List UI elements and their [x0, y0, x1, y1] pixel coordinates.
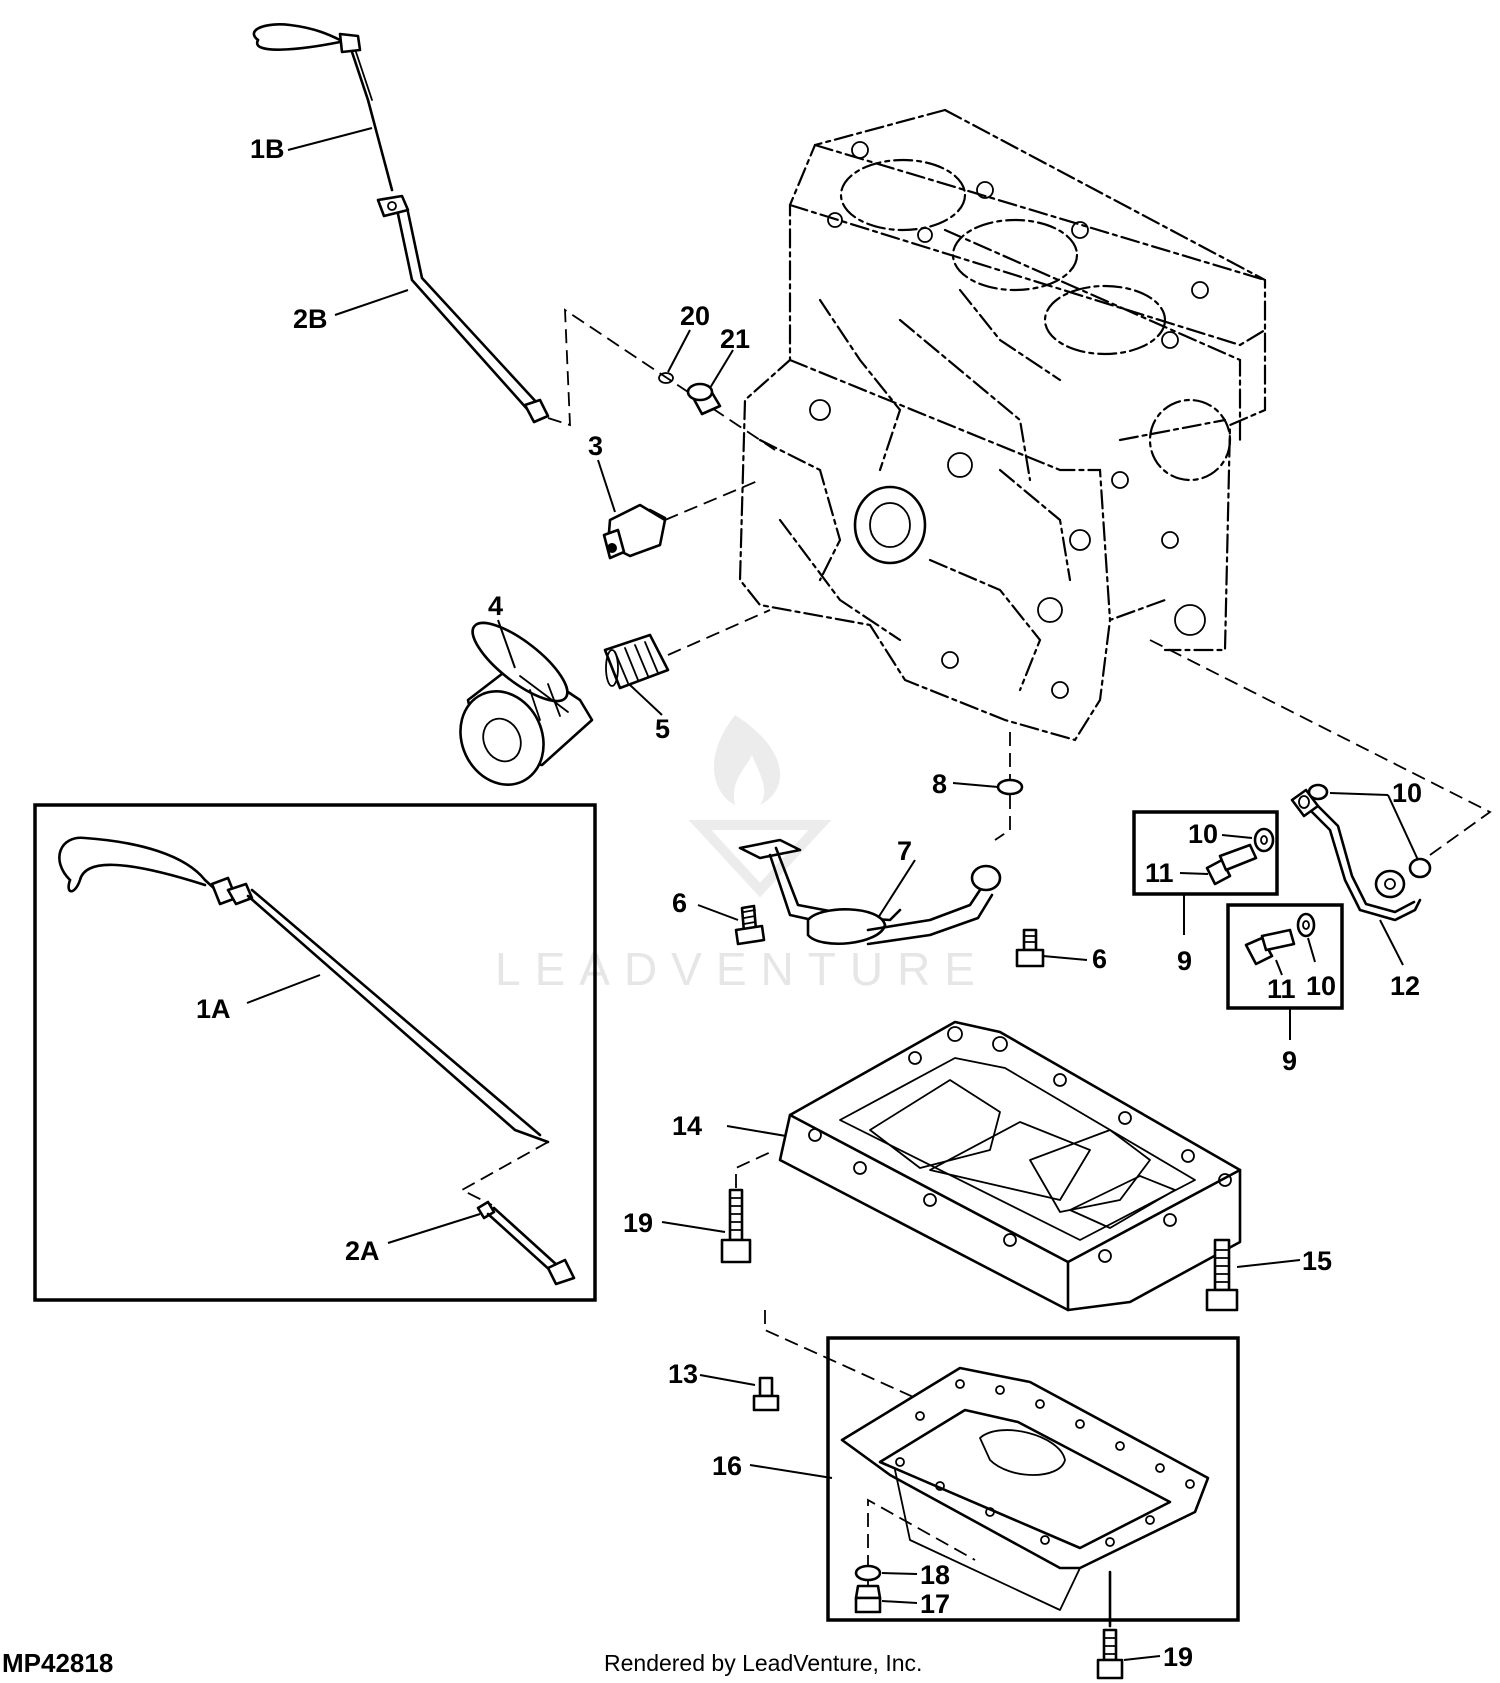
capscrew-13: [752, 1376, 780, 1412]
callout-9-upper: 9: [1177, 946, 1192, 976]
callout-7: 7: [897, 836, 912, 866]
oil-line-guide: [1149, 639, 1492, 856]
nipple-5-guide: [667, 609, 771, 656]
dipstick-tube-2a: [476, 1200, 576, 1286]
gasket-18: [854, 1564, 882, 1582]
callout-15: 15: [1302, 1246, 1332, 1276]
callout-1a: 1A: [196, 994, 231, 1024]
engine-block: [738, 108, 1267, 742]
drain-plug-guide: [867, 1498, 976, 1590]
callout-14: 14: [672, 1111, 702, 1141]
capscrew-19-guide: [735, 1149, 776, 1188]
o-ring-8: [996, 778, 1024, 796]
callout-10-line: 10: [1392, 778, 1422, 808]
leader-lines: [246, 127, 1419, 1661]
switch-3-guide: [664, 479, 761, 521]
hardware-kit-box-lower: [1226, 903, 1344, 1010]
washer-10-line-top: [1307, 783, 1329, 801]
callout-11-upper: 11: [1145, 858, 1174, 888]
callout-19-upper: 19: [623, 1208, 653, 1238]
callout-9-lower: 9: [1282, 1046, 1297, 1076]
callout-4: 4: [488, 591, 503, 621]
dipstick-1a: [58, 836, 550, 1144]
fitting-bolt-11-upper: [1205, 843, 1258, 886]
oil-strainer-7: [738, 838, 1002, 946]
watermark-text: LEADVENTURE: [495, 943, 989, 995]
callout-labels: 1B 2B 20 21 3 4 5 8 10 10 11 7 6 6 9 11 …: [196, 134, 1422, 1672]
nipple-5: [603, 633, 670, 690]
dipstick-kit-box: [33, 803, 597, 1302]
callout-1b: 1B: [250, 134, 285, 164]
callout-11-lower: 11: [1267, 974, 1296, 1004]
oil-filter-4: [459, 621, 594, 786]
capscrew-15: [1205, 1238, 1239, 1312]
dipstick-1a-guide: [460, 1141, 549, 1206]
diagram-id: MP42818: [2, 1648, 114, 1678]
callout-21: 21: [720, 324, 750, 354]
callout-2a: 2A: [345, 1236, 380, 1266]
oil-pan-frame-14: [778, 1020, 1242, 1312]
fitting-bolt-11-lower: [1244, 928, 1296, 966]
capscrew-19-upper: [720, 1188, 752, 1264]
watermark: LEADVENTURE: [495, 715, 989, 995]
tube-2b-guide: [547, 308, 776, 451]
hardware-kit-box-upper: [1132, 810, 1279, 896]
callout-3: 3: [588, 431, 603, 461]
oil-pressure-switch-3: [602, 503, 667, 560]
callout-10-upper: 10: [1188, 819, 1218, 849]
callout-20: 20: [680, 301, 710, 331]
callout-6-left: 6: [672, 888, 687, 918]
callout-8: 8: [932, 769, 947, 799]
dipstick-tube-2b: [376, 194, 550, 424]
callout-12: 12: [1390, 971, 1420, 1001]
washer-10-lower: [1296, 912, 1316, 938]
capscrew-19-lower: [1096, 1570, 1124, 1680]
callout-16: 16: [712, 1451, 742, 1481]
callout-5: 5: [655, 714, 670, 744]
callout-19-lower: 19: [1163, 1642, 1193, 1672]
o-ring-20: [658, 372, 674, 384]
capscrew-6-right: [1015, 928, 1045, 968]
drain-plug-17: [854, 1584, 882, 1614]
capscrew-6-left: [734, 904, 766, 946]
oil-line-12: [1290, 788, 1422, 922]
adapter-21: [686, 382, 722, 416]
callout-17: 17: [920, 1589, 950, 1619]
callout-18: 18: [920, 1560, 950, 1590]
callout-2b: 2B: [293, 304, 328, 334]
callout-13: 13: [668, 1359, 698, 1389]
washer-10-line-bottom: [1408, 857, 1432, 879]
oil-pan-kit-box: [826, 1336, 1240, 1622]
credit-line: Rendered by LeadVenture, Inc.: [604, 1650, 923, 1676]
callout-6-right: 6: [1092, 944, 1107, 974]
callout-10-lower: 10: [1306, 971, 1336, 1001]
strainer-7-guide: [994, 795, 1011, 841]
oil-pan-16-guide: [764, 1310, 921, 1401]
washer-10-upper: [1253, 827, 1275, 853]
dipstick-1b: [252, 23, 394, 192]
oil-pan-16: [840, 1366, 1210, 1611]
